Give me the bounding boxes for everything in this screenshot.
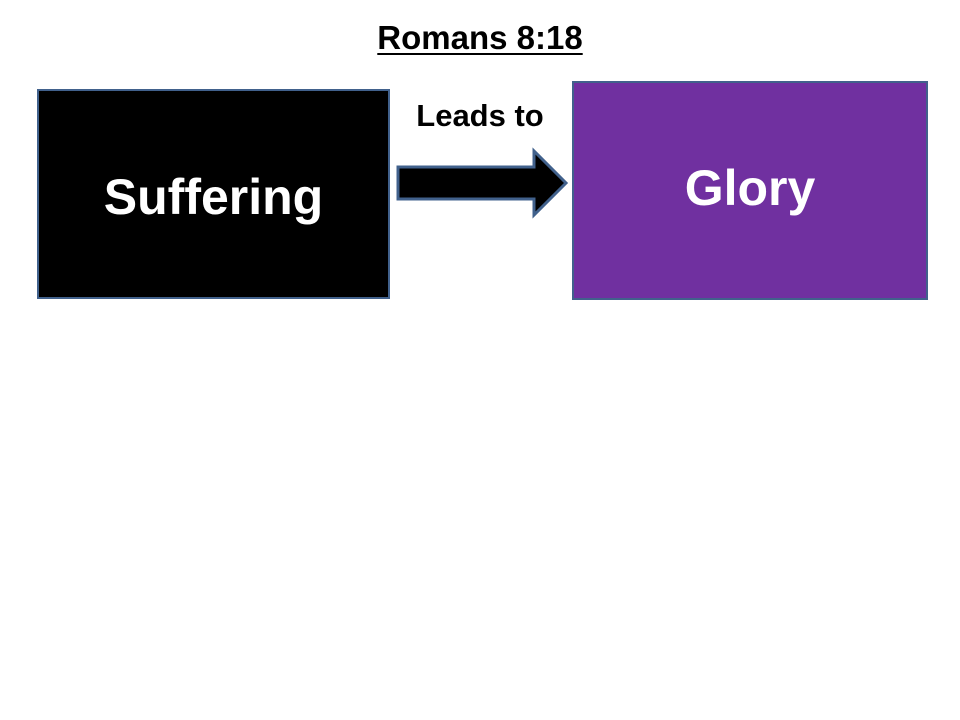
suffering-label: Suffering bbox=[103, 169, 324, 225]
suffering-box: Suffering bbox=[37, 89, 390, 299]
arrow-shape bbox=[396, 147, 569, 219]
glory-box: Glory bbox=[572, 81, 928, 300]
slide-title: Romans 8:18 bbox=[377, 19, 583, 56]
right-arrow-icon bbox=[396, 147, 569, 219]
glory-label: Glory bbox=[684, 159, 816, 216]
leads-to-label: Leads to bbox=[416, 98, 544, 133]
